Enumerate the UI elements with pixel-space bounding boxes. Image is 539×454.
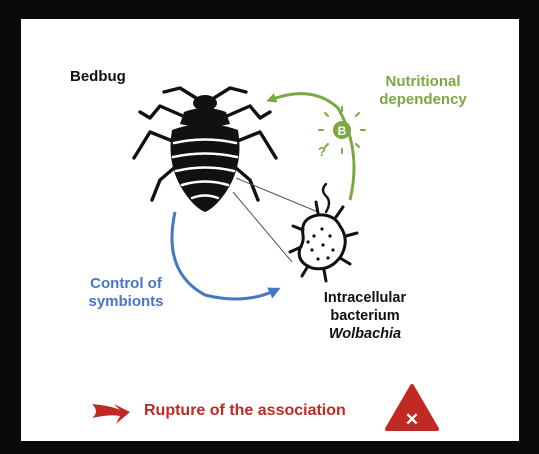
control-line-1: Control of: [66, 275, 186, 293]
red-arrow-icon: [92, 404, 130, 424]
bacterium-label: Intracellular bacterium Wolbachia: [305, 289, 425, 343]
nutritional-dependency-label: Nutritional dependency: [352, 73, 494, 109]
vitamin-letter: B: [338, 124, 347, 138]
control-of-symbionts-label: Control of symbionts: [66, 275, 186, 311]
bedbug-label: Bedbug: [70, 68, 126, 86]
warning-x: ✕: [405, 410, 419, 429]
nutritional-line-1: Nutritional: [352, 73, 494, 91]
zoom-line-lower: [233, 192, 292, 262]
warning-triangle-icon: ✕: [387, 386, 437, 429]
bedbug-icon: [134, 88, 276, 212]
question-mark: ?: [318, 143, 326, 161]
control-line-2: symbionts: [66, 293, 186, 311]
bacterium-line-2: bacterium: [305, 307, 425, 325]
rupture-label: Rupture of the association: [144, 402, 346, 420]
bacterium-icon: [290, 184, 357, 281]
nutritional-line-2: dependency: [352, 91, 494, 109]
bacterium-line-3: Wolbachia: [329, 326, 401, 342]
bacterium-line-1: Intracellular: [305, 289, 425, 307]
zoom-line-upper: [236, 178, 318, 212]
